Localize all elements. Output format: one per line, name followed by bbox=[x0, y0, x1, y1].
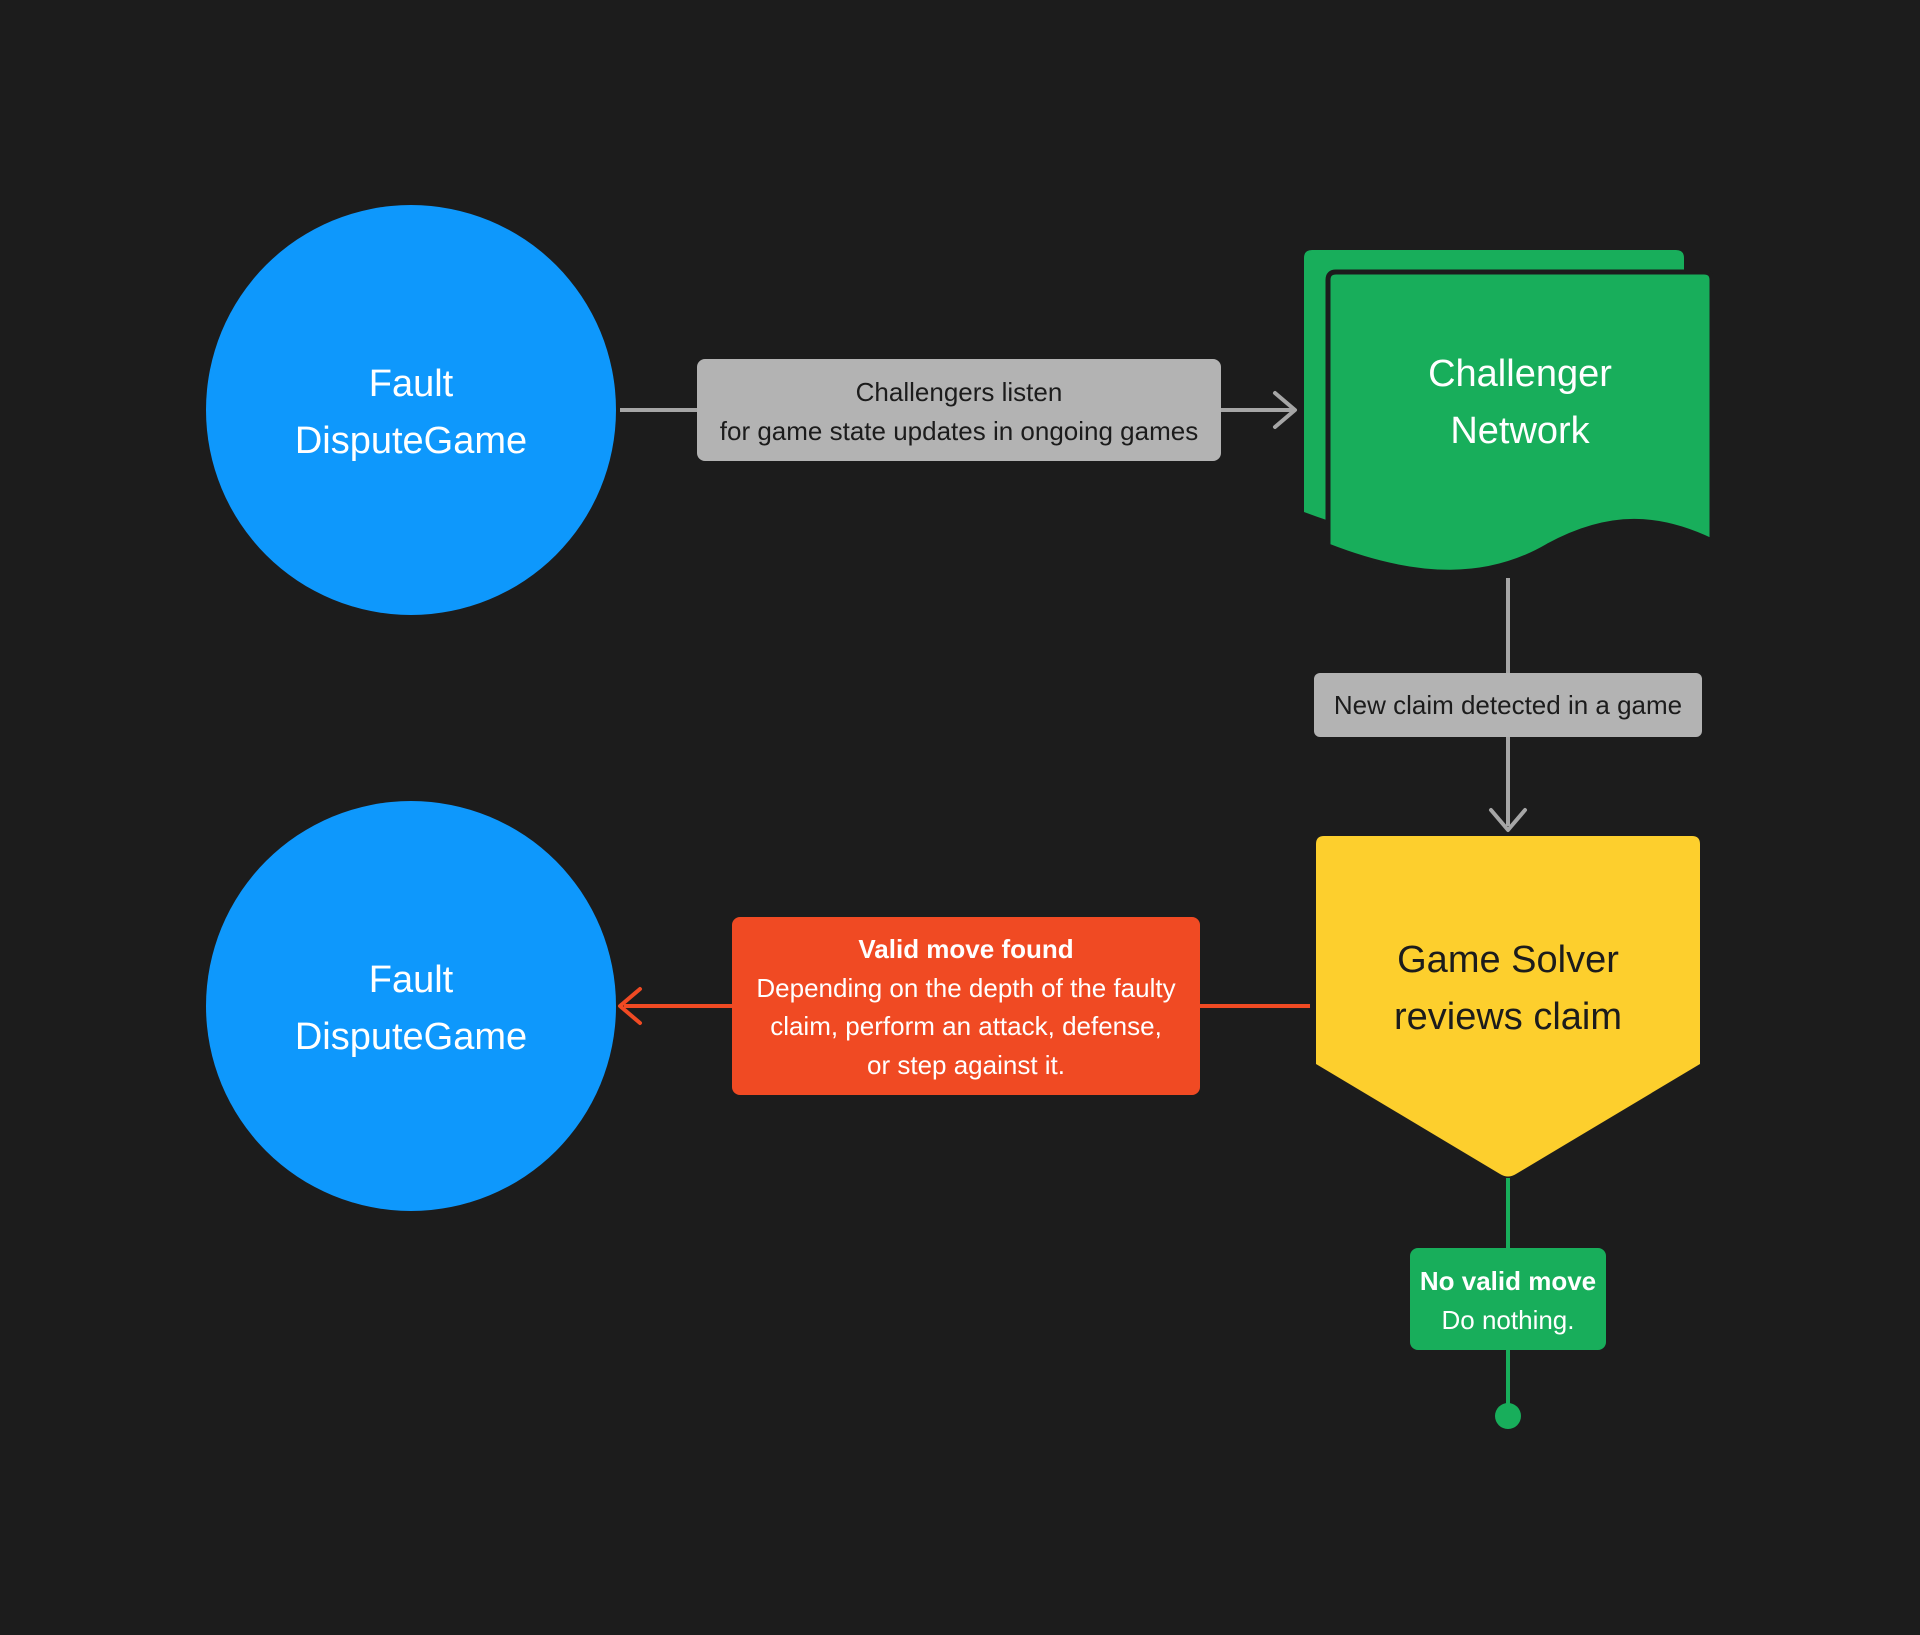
edge-new-claim: New claim detected in a game bbox=[1314, 578, 1702, 832]
node-game-solver: Game Solver reviews claim bbox=[1316, 836, 1700, 1177]
edge-new-claim-label-box bbox=[1314, 673, 1702, 737]
edge-no-valid-move-line1: Do nothing. bbox=[1442, 1305, 1575, 1335]
edge-new-claim-label: New claim detected in a game bbox=[1334, 690, 1682, 720]
edge-valid-move: Valid move found Depending on the depth … bbox=[618, 917, 1310, 1095]
dispute-game-top-line2: DisputeGame bbox=[295, 420, 527, 462]
edge-no-valid-move-title: No valid move bbox=[1420, 1266, 1596, 1296]
edge-valid-move-title: Valid move found bbox=[858, 934, 1073, 964]
dispute-game-bottom-line2: DisputeGame bbox=[295, 1016, 527, 1058]
edge-new-claim-arrowhead bbox=[1489, 808, 1527, 832]
edge-listen: Challengers listen for game state update… bbox=[620, 359, 1297, 461]
game-solver-shape bbox=[1316, 836, 1700, 1177]
dispute-game-top-circle bbox=[206, 205, 616, 615]
edge-valid-move-line2: claim, perform an attack, defense, bbox=[770, 1011, 1162, 1041]
challenger-network-line1: Challenger bbox=[1428, 353, 1612, 395]
edge-listen-label-line1: Challengers listen bbox=[856, 377, 1063, 407]
edge-no-valid-move-label-box bbox=[1410, 1248, 1606, 1350]
edge-no-valid-move: No valid move Do nothing. bbox=[1410, 1178, 1606, 1429]
node-dispute-game-bottom: Fault DisputeGame bbox=[206, 801, 616, 1211]
game-solver-line1: Game Solver bbox=[1397, 939, 1619, 981]
dispute-game-bottom-line1: Fault bbox=[369, 959, 454, 1001]
edge-valid-move-line1: Depending on the depth of the faulty bbox=[756, 973, 1175, 1003]
edge-valid-move-arrowhead bbox=[618, 987, 642, 1025]
edge-valid-move-line3: or step against it. bbox=[867, 1050, 1065, 1080]
challenger-network-front-sheet bbox=[1325, 269, 1715, 575]
dispute-game-bottom-circle bbox=[206, 801, 616, 1211]
dispute-game-top-line1: Fault bbox=[369, 363, 454, 405]
edge-listen-arrowhead bbox=[1273, 391, 1297, 429]
edge-listen-label-line2: for game state updates in ongoing games bbox=[720, 416, 1198, 446]
node-challenger-network: Challenger Network bbox=[1304, 250, 1715, 575]
end-terminal-dot bbox=[1495, 1403, 1521, 1429]
edge-valid-move-label-box bbox=[732, 917, 1200, 1095]
node-dispute-game-top: Fault DisputeGame bbox=[206, 205, 616, 615]
game-solver-line2: reviews claim bbox=[1394, 996, 1622, 1038]
challenger-network-line2: Network bbox=[1450, 410, 1590, 452]
edge-listen-label-box bbox=[697, 359, 1221, 461]
